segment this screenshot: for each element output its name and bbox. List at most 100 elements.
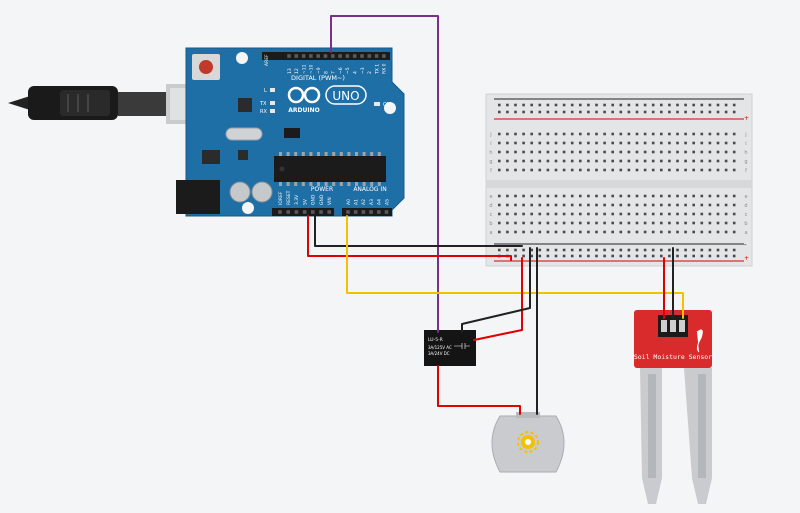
breadboard-hole[interactable] — [562, 212, 566, 216]
breadboard-hole[interactable] — [732, 212, 736, 216]
breadboard-hole[interactable] — [619, 212, 623, 216]
breadboard-hole[interactable] — [562, 168, 566, 172]
breadboard-hole[interactable] — [595, 150, 598, 154]
breadboard-hole[interactable] — [562, 248, 566, 252]
breadboard-hole[interactable] — [627, 110, 631, 114]
breadboard-hole[interactable] — [627, 132, 631, 136]
breadboard-hole[interactable] — [538, 254, 542, 258]
breadboard-hole[interactable] — [530, 159, 533, 163]
breadboard-hole[interactable] — [603, 221, 606, 225]
breadboard-hole[interactable] — [522, 221, 525, 225]
breadboard-hole[interactable] — [514, 103, 517, 107]
breadboard-hole[interactable] — [554, 230, 558, 234]
breadboard-hole[interactable] — [732, 132, 736, 136]
breadboard-hole[interactable] — [716, 159, 720, 163]
breadboard-hole[interactable] — [619, 159, 623, 163]
breadboard-hole[interactable] — [635, 159, 639, 163]
breadboard-hole[interactable] — [692, 132, 695, 136]
header-pin[interactable] — [338, 54, 342, 58]
breadboard-hole[interactable] — [732, 159, 736, 163]
breadboard-hole[interactable] — [684, 254, 687, 258]
wire-red-5v-breadboard[interactable] — [307, 215, 512, 261]
breadboard-hole[interactable] — [538, 248, 542, 252]
breadboard-hole[interactable] — [603, 212, 606, 216]
breadboard-hole[interactable] — [546, 103, 550, 107]
breadboard-hole[interactable] — [546, 168, 550, 172]
power-jack[interactable] — [176, 180, 220, 214]
breadboard-hole[interactable] — [570, 212, 574, 216]
breadboard-hole[interactable] — [579, 132, 582, 136]
header-pin[interactable] — [369, 210, 373, 214]
breadboard-hole[interactable] — [708, 141, 712, 145]
breadboard-hole[interactable] — [651, 254, 655, 258]
breadboard-hole[interactable] — [643, 150, 647, 154]
breadboard-hole[interactable] — [506, 110, 509, 114]
breadboard-hole[interactable] — [522, 103, 525, 107]
breadboard-hole[interactable] — [676, 254, 679, 258]
header-pin[interactable] — [327, 210, 331, 214]
breadboard-hole[interactable] — [514, 221, 517, 225]
breadboard-hole[interactable] — [676, 141, 679, 145]
breadboard-hole[interactable] — [692, 168, 695, 172]
breadboard-hole[interactable] — [562, 194, 566, 198]
breadboard-hole[interactable] — [595, 248, 598, 252]
breadboard-hole[interactable] — [506, 150, 509, 154]
header-pin[interactable] — [294, 54, 299, 58]
breadboard-hole[interactable] — [627, 254, 631, 258]
breadboard-hole[interactable] — [514, 168, 517, 172]
breadboard-hole[interactable] — [724, 132, 728, 136]
breadboard-hole[interactable] — [635, 221, 639, 225]
breadboard-hole[interactable] — [732, 150, 736, 154]
breadboard-hole[interactable] — [562, 132, 566, 136]
breadboard-hole[interactable] — [651, 194, 655, 198]
breadboard-hole[interactable] — [700, 194, 704, 198]
breadboard-hole[interactable] — [700, 248, 704, 252]
header-pin[interactable] — [377, 210, 381, 214]
breadboard-hole[interactable] — [651, 103, 655, 107]
breadboard-hole[interactable] — [587, 110, 590, 114]
breadboard-hole[interactable] — [498, 110, 501, 114]
breadboard-hole[interactable] — [538, 194, 542, 198]
wire-red-breadboard-relay[interactable] — [473, 257, 523, 341]
breadboard-hole[interactable] — [546, 248, 550, 252]
breadboard-hole[interactable] — [643, 141, 647, 145]
breadboard-hole[interactable] — [732, 203, 736, 207]
breadboard-hole[interactable] — [708, 230, 712, 234]
breadboard-hole[interactable] — [716, 203, 720, 207]
header-pin[interactable] — [278, 210, 282, 214]
breadboard-hole[interactable] — [498, 103, 501, 107]
breadboard-hole[interactable] — [522, 110, 525, 114]
breadboard-hole[interactable] — [514, 110, 517, 114]
breadboard-hole[interactable] — [724, 221, 728, 225]
breadboard-hole[interactable] — [692, 159, 695, 163]
breadboard-hole[interactable] — [619, 132, 623, 136]
breadboard-hole[interactable] — [587, 230, 590, 234]
breadboard-hole[interactable] — [643, 159, 647, 163]
breadboard-hole[interactable] — [635, 141, 639, 145]
breadboard-hole[interactable] — [506, 194, 509, 198]
breadboard-hole[interactable] — [627, 141, 631, 145]
header-pin[interactable] — [384, 210, 389, 214]
breadboard-hole[interactable] — [603, 110, 606, 114]
breadboard-hole[interactable] — [538, 141, 542, 145]
header-pin[interactable] — [353, 210, 358, 214]
breadboard-hole[interactable] — [587, 212, 590, 216]
breadboard-hole[interactable] — [595, 141, 598, 145]
breadboard-hole[interactable] — [611, 221, 614, 225]
breadboard-hole[interactable] — [708, 132, 712, 136]
breadboard-hole[interactable] — [595, 203, 598, 207]
breadboard-hole[interactable] — [506, 203, 509, 207]
breadboard-hole[interactable] — [684, 212, 687, 216]
breadboard-hole[interactable] — [562, 203, 566, 207]
breadboard-hole[interactable] — [546, 141, 550, 145]
breadboard-hole[interactable] — [676, 221, 679, 225]
breadboard-hole[interactable] — [595, 168, 598, 172]
breadboard-hole[interactable] — [651, 248, 655, 252]
breadboard-hole[interactable] — [570, 150, 574, 154]
breadboard-hole[interactable] — [619, 194, 623, 198]
breadboard-hole[interactable] — [579, 141, 582, 145]
breadboard-hole[interactable] — [651, 150, 655, 154]
breadboard-hole[interactable] — [651, 110, 655, 114]
breadboard-hole[interactable] — [627, 203, 631, 207]
